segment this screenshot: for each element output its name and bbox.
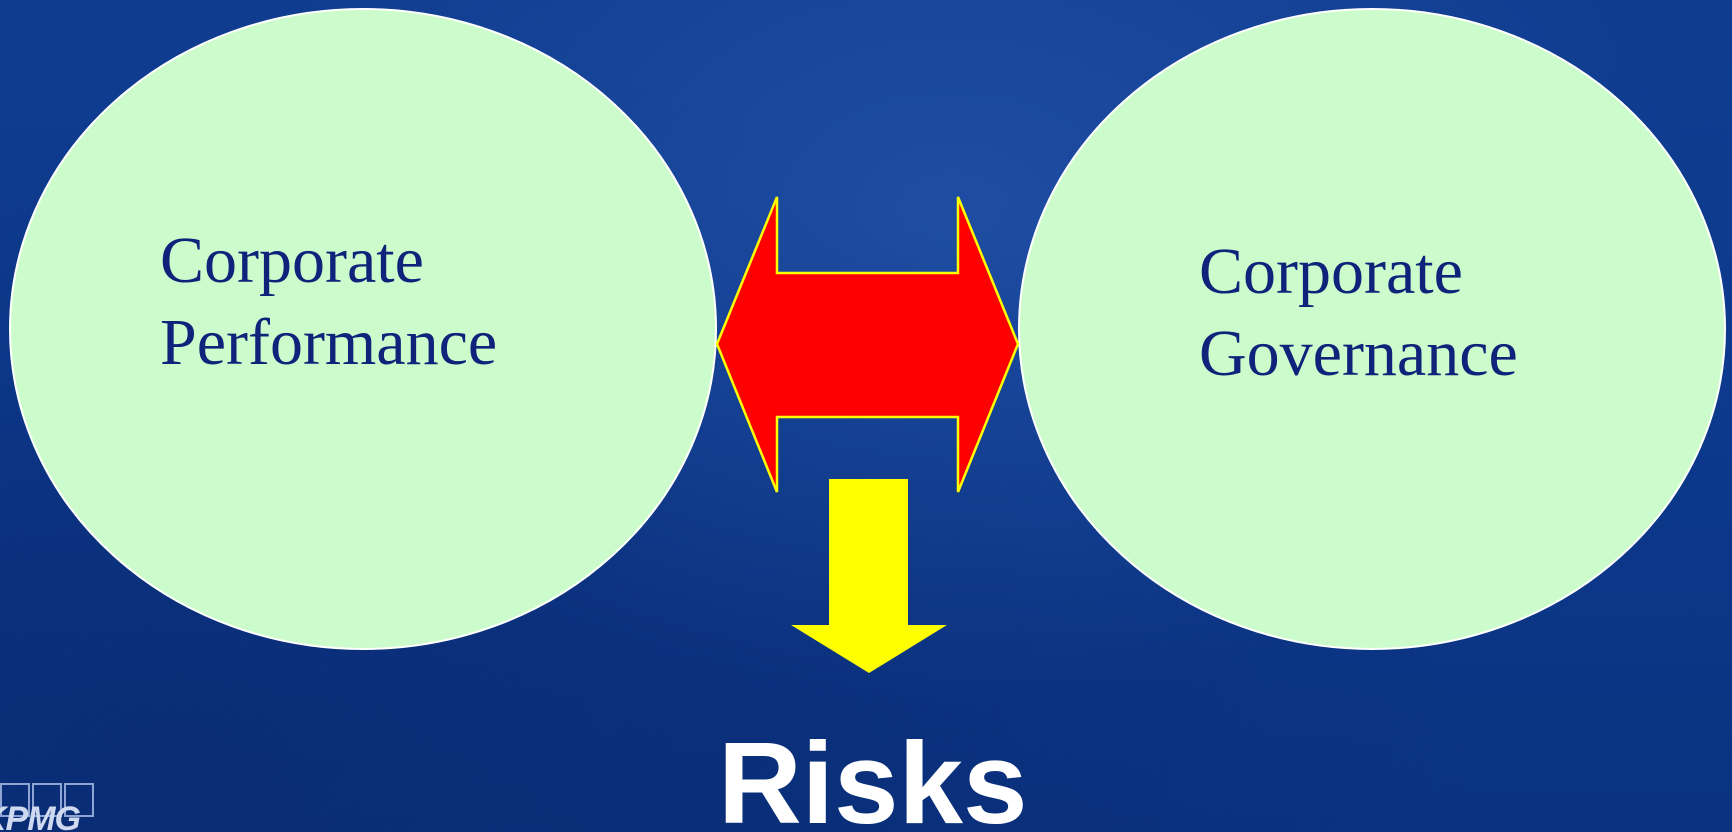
risks-label: Risks [718,718,1028,832]
kpmg-logo: KPMG [0,783,106,832]
logo-box [32,783,62,817]
left-circle [9,8,717,650]
logo-box [0,783,30,817]
right-circle-label-line-1: Corporate [1199,235,1463,308]
left-circle-label-line-2: Performance [160,306,498,379]
double-headed-arrow-icon [715,196,1020,493]
right-circle-label: Corporate Governance [1199,231,1518,395]
logo-text: KPMG [0,800,81,832]
logo-boxes [0,783,94,817]
left-circle-label-line-1: Corporate [160,224,424,297]
right-circle [1018,8,1726,650]
right-circle-label-line-2: Governance [1199,317,1518,390]
down-arrow-icon [791,479,947,673]
logo-box [64,783,94,817]
left-circle-label: Corporate Performance [160,220,497,384]
